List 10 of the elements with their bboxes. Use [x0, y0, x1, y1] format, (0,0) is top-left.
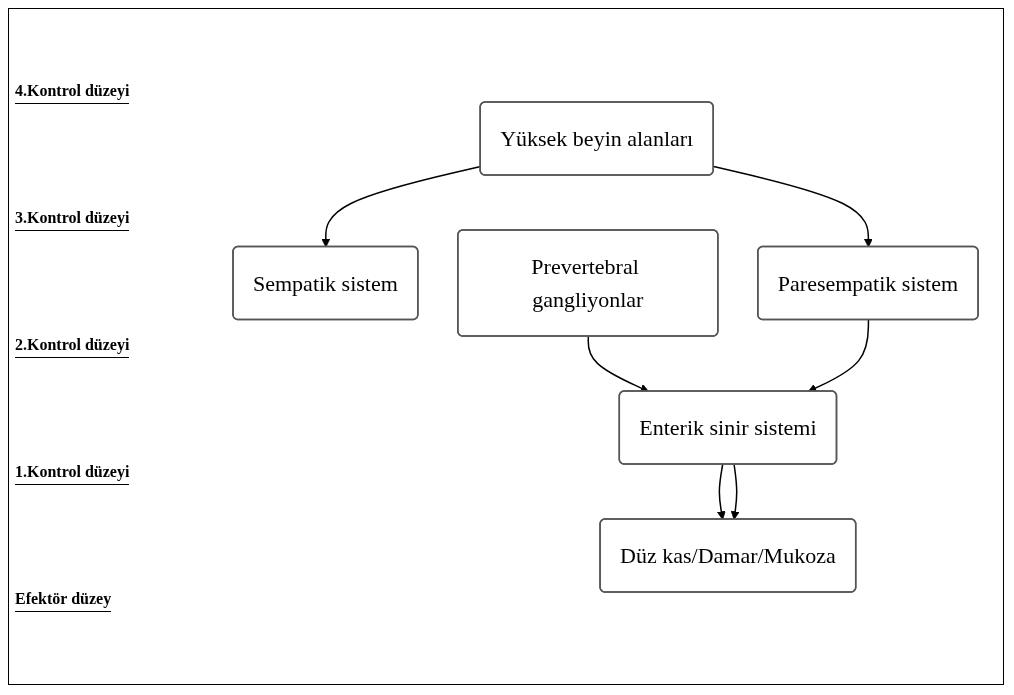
arrow [587, 335, 650, 392]
arrow [713, 165, 874, 247]
arrow [731, 463, 740, 520]
arrow [808, 318, 870, 392]
level-label: 1.Kontrol düzeyi [15, 462, 130, 485]
level-label: 3.Kontrol düzeyi [15, 208, 130, 231]
level-label: Efektör düzey [15, 589, 112, 612]
level-label: 4.Kontrol düzeyi [15, 81, 130, 104]
level-label: 2.Kontrol düzeyi [15, 335, 130, 358]
arrow [717, 463, 727, 520]
